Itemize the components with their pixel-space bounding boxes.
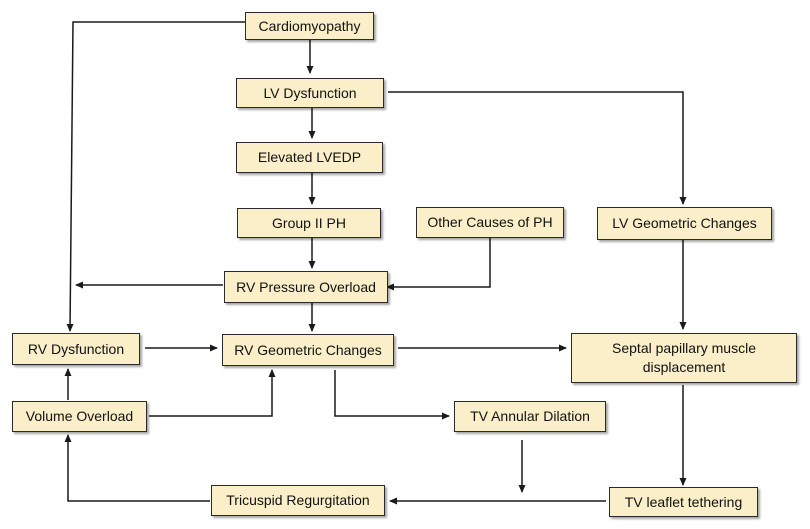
node-elevated-lvedp-label: Elevated LVEDP [257,149,362,165]
node-tv-annular-dilation-label: TV Annular Dilation [470,408,590,424]
node-tv-leaflet-tethering-label: TV leaflet tethering [624,493,743,510]
node-rv-dysfunction-label: RV Dysfunction [27,340,125,357]
arrow-lv-dysfunction-to-lv-geometric-changes [388,91,687,205]
node-rv-geometric-changes-label: RV Geometric Changes [234,341,382,358]
node-lv-dysfunction-label: LV Dysfunction [263,84,357,101]
node-tricuspid-regurgitation-label: Tricuspid Regurgitation [226,492,370,508]
arrow-cardiomyopathy-to-rv-dysfunction [66,21,245,332]
node-tv-leaflet-tethering: TV leaflet tethering [609,487,758,517]
node-septal-papillary-label: Septal papillary muscle displacement [612,340,756,375]
arrow-rv-geometric-changes-to-tv-annular-dilation [334,370,450,420]
node-elevated-lvedp: Elevated LVEDP [236,142,383,173]
node-lv-geometric-changes: LV Geometric Changes [597,207,772,240]
node-rv-geometric-changes: RV Geometric Changes [222,334,394,366]
node-group-ii-ph-label: Group II PH [272,214,346,231]
node-volume-overload-label: Volume Overload [25,408,134,424]
node-cardiomyopathy-label: Cardiomyopathy [258,17,361,34]
node-lv-geometric-changes-label: LV Geometric Changes [612,215,757,231]
node-tricuspid-regurgitation: Tricuspid Regurgitation [211,485,385,516]
node-rv-pressure-overload: RV Pressure Overload [224,271,388,303]
node-rv-pressure-overload-label: RV Pressure Overload [236,278,376,295]
node-septal-papillary-muscle-displacement: Septal papillary muscle displacement [571,333,797,383]
arrow-volume-overload-to-rv-geometric-changes [149,369,276,417]
node-rv-dysfunction: RV Dysfunction [12,333,140,365]
arrow-tricuspid-regurgitation-to-volume-overload [64,434,210,502]
node-group-ii-ph: Group II PH [237,208,381,238]
node-cardiomyopathy: Cardiomyopathy [245,12,374,40]
node-lv-dysfunction: LV Dysfunction [236,78,384,108]
node-tv-annular-dilation: TV Annular Dilation [454,401,606,432]
arrow-other-causes-to-rv-pressure-overload [386,238,491,291]
node-other-causes-of-ph: Other Causes of PH [416,207,564,238]
node-volume-overload: Volume Overload [12,401,147,432]
node-other-causes-of-ph-label: Other Causes of PH [427,214,553,230]
